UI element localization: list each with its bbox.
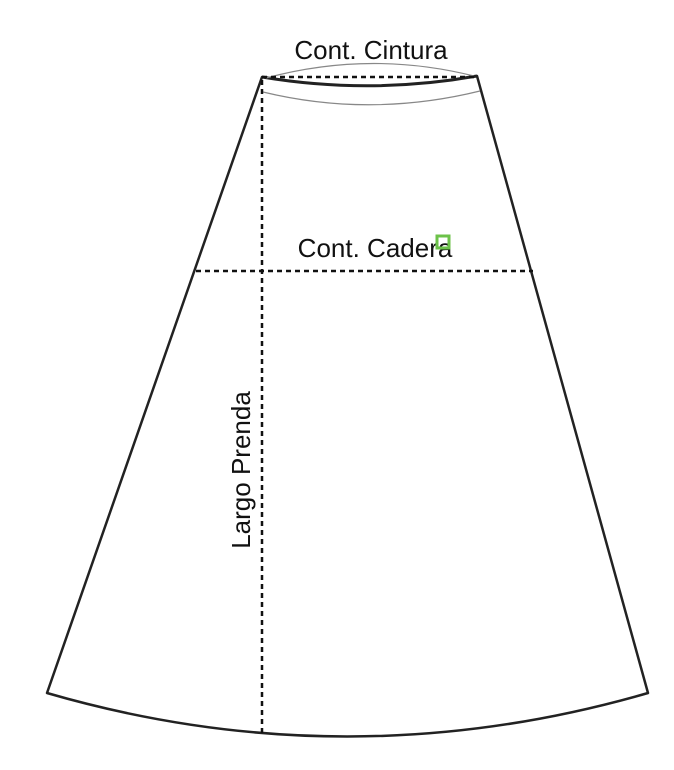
length-measure-label: Largo Prenda: [226, 391, 256, 549]
waistband-guide-bottom: [262, 90, 481, 106]
skirt-right-side: [475, 74, 650, 695]
skirt-waist-seam: [261, 74, 478, 88]
waistband-guide-top: [265, 62, 475, 79]
waist-measure-label: Cont. Cintura: [294, 35, 448, 65]
hip-measure-label: Cont. Cadera: [298, 233, 453, 263]
skirt-hem: [46, 691, 649, 738]
skirt-left-side: [45, 75, 264, 695]
square-outline-icon[interactable]: [435, 234, 451, 250]
